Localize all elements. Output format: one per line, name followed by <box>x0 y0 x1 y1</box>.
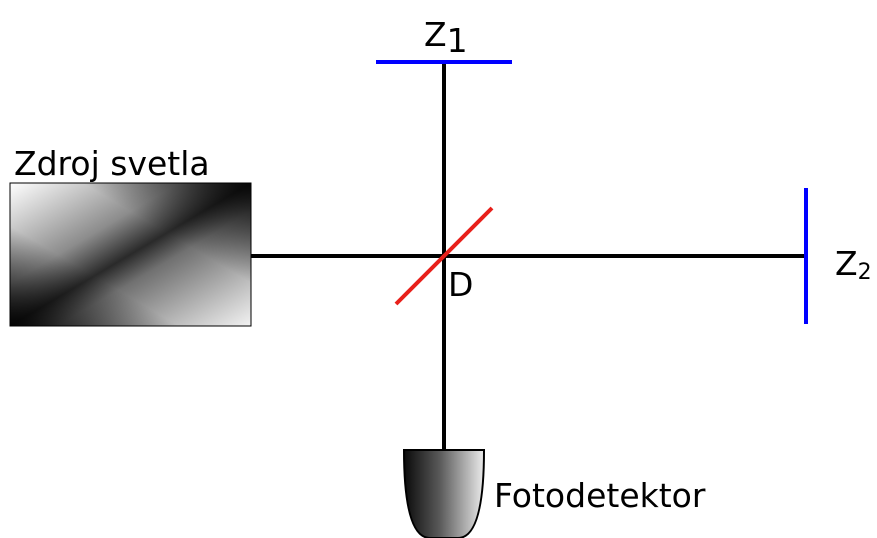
beam-splitter-label: D <box>448 265 473 304</box>
mirror-z2-letter: Z <box>835 244 858 283</box>
light-source <box>9 182 252 327</box>
light-source-box-shading <box>10 183 251 326</box>
mirror-z1-letter: Z <box>424 15 447 54</box>
photodetector-icon <box>402 449 486 538</box>
beam-splitter <box>394 206 494 306</box>
mirror-z2-label: Z2 <box>835 244 872 285</box>
mirror-z2-subscript: 2 <box>858 260 872 285</box>
photodetector-label: Fotodetektor <box>494 476 706 515</box>
light-source-label: Zdroj svetla <box>14 144 210 183</box>
mirror-z1-label: Z1 <box>424 15 468 60</box>
mirror-z1-subscript: 1 <box>447 21 468 60</box>
